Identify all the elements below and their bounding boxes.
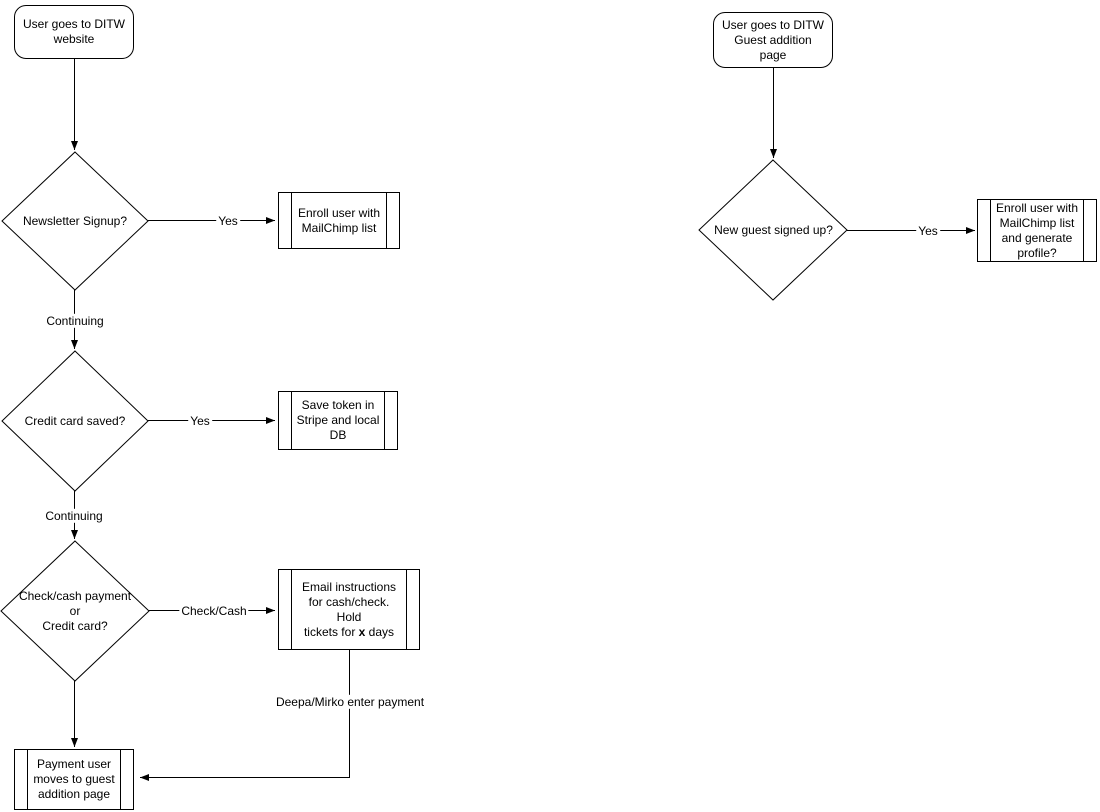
- decision-new-guest-shape[interactable]: [698, 159, 848, 301]
- process-bar-left: [990, 200, 991, 261]
- node-payment-user-guest-page[interactable]: Payment user moves to guest addition pag…: [14, 749, 134, 810]
- decision-credit-shape[interactable]: [1, 350, 149, 492]
- decision-newsletter-shape[interactable]: [1, 151, 149, 291]
- process-bar-right: [386, 193, 387, 248]
- node-enroll-mailchimp[interactable]: Enroll user with MailChimp list: [278, 192, 400, 249]
- process-bar-left: [291, 193, 292, 248]
- node-save-token-label: Save token in Stripe and local DB: [296, 398, 380, 442]
- edge-label-new-guest-yes: Yes: [916, 223, 940, 239]
- node-start-website[interactable]: User goes to DITW website: [14, 5, 134, 59]
- node-payment-user-guest-page-label: Payment user moves to guest addition pag…: [33, 757, 115, 801]
- node-email-instructions-label: Email instructions for cash/check. Hold …: [301, 579, 397, 639]
- edge-email-to-payment-user: [140, 650, 350, 781]
- process-bar-right: [1083, 200, 1084, 261]
- node-enroll-guest-mailchimp-label: Enroll user with MailChimp list and gene…: [995, 200, 1079, 260]
- node-start-guest-page[interactable]: User goes to DITW Guest addition page: [713, 12, 833, 68]
- node-enroll-guest-mailchimp[interactable]: Enroll user with MailChimp list and gene…: [977, 199, 1097, 262]
- node-save-token[interactable]: Save token in Stripe and local DB: [278, 391, 398, 450]
- node-enroll-mailchimp-label: Enroll user with MailChimp list: [297, 205, 381, 235]
- edge-label-newsletter-yes: Yes: [216, 213, 240, 229]
- node-start-website-label: User goes to DITW website: [22, 17, 126, 46]
- process-bar-right: [384, 392, 385, 449]
- process-bar-left: [291, 570, 292, 649]
- node-email-instructions[interactable]: Email instructions for cash/check. Hold …: [278, 569, 420, 650]
- process-bar-right: [120, 750, 121, 809]
- edge-label-newsletter-continuing: Continuing: [44, 313, 106, 329]
- edge-label-payment-check-cash: Check/Cash: [179, 603, 249, 619]
- process-bar-left: [291, 392, 292, 449]
- node-start-guest-page-label: User goes to DITW Guest addition page: [721, 17, 825, 62]
- decision-payment-shape[interactable]: [0, 540, 150, 682]
- process-bar-left: [27, 750, 28, 809]
- edge-label-credit-continuing: Continuing: [43, 508, 105, 524]
- edge-label-deepa-mirko-enter-payment: Deepa/Mirko enter payment: [273, 694, 427, 710]
- edge-label-credit-yes: Yes: [188, 413, 212, 429]
- process-bar-right: [406, 570, 407, 649]
